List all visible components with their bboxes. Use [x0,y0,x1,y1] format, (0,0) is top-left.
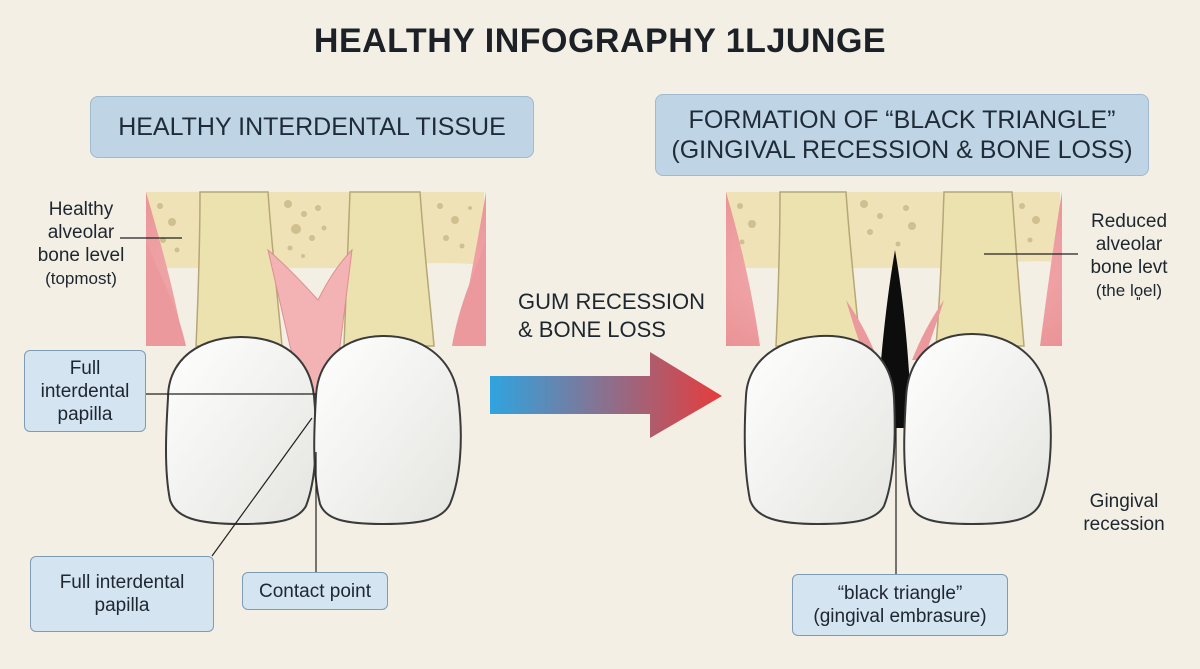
reduced-root-left [775,191,861,347]
healthy-bone [146,192,484,268]
reduced-crown-right [903,332,1052,526]
healthy-bone-label-line-2: alveolar [47,222,115,243]
reduced-bone-label-line-2: alveolar [1095,234,1163,255]
reduced-root-right [935,191,1025,347]
healthy-bone-label-line-4: (topmost) [45,269,117,288]
arrow-label-line-2: & BONE LOSS [518,317,666,342]
page-title: HEALTHY INFOGRAPHY 1LJUNGE [313,22,887,60]
papilla-callout-box: Full interdental papilla [24,350,146,432]
reduced-bone-label-line-4: (the lo͈el) [1095,281,1163,300]
black-triangle-callout: “black triangle” (gingival embrasure) [792,574,1008,636]
healthy-root-left [195,191,283,347]
black-triangle-callout-line-1: “black triangle” [837,583,963,604]
papilla-bottom-line-2: papilla [94,595,150,616]
contact-point-callout: Contact point [242,572,388,610]
reduced-bone-label-line-3: bone levt [1090,257,1168,278]
black-triangle-header-line-2: (GINGIVAL RECESSION & BONE LOSS) [671,136,1133,164]
healthy-dentition [146,191,486,526]
healthy-bone-label: Healthy alveolar bone level (topmost) [18,198,144,290]
papilla-callout-line-2: interdental [40,380,130,402]
papilla-callout-line-1: Full [69,357,101,379]
black-triangle-header: FORMATION OF “BLACK TRIANGLE” (GINGIVAL … [655,94,1149,176]
contact-point-label: Contact point [259,580,371,602]
gingival-recession-label: Gingival recession [1066,490,1182,536]
papilla-bottom-callout: Full interdental papilla [30,556,214,632]
reduced-bone-label: Reduced alveolar bone levt (the lo͈el) [1074,210,1184,302]
black-triangle-header-line-1: FORMATION OF “BLACK TRIANGLE” [688,106,1116,134]
papilla-callout-line-3: papilla [57,403,113,425]
healthy-bone-label-line-3: bone level [37,245,125,266]
leader-papilla-bottom [211,417,313,557]
gingival-recession-line-1: Gingival [1089,491,1159,512]
arrow-label-line-1: GUM RECESSION [518,289,706,314]
arrow-label: GUM RECESSION & BONE LOSS [518,288,718,344]
black-triangle-callout-line-2: (gingival embrasure) [813,606,987,627]
healthy-crown-left [165,336,317,526]
reduced-bone-label-line-1: Reduced [1090,211,1168,232]
healthy-crown-right [313,334,462,526]
gingival-recession-line-2: recession [1083,514,1165,535]
papilla-bottom-line-1: Full interdental [59,572,185,593]
healthy-bone-label-line-1: Healthy [48,199,114,220]
healthy-tissue-header: HEALTHY INTERDENTAL TISSUE [90,96,534,158]
healthy-tissue-header-text: HEALTHY INTERDENTAL TISSUE [118,113,506,141]
healthy-root-right [343,191,435,347]
reduced-crown-left [743,334,896,526]
healthy-bone-texture [156,200,472,260]
recession-dentition [726,191,1062,526]
reduced-bone-texture [737,200,1040,247]
transition-arrow [490,352,722,438]
leader-lines [120,237,1078,574]
